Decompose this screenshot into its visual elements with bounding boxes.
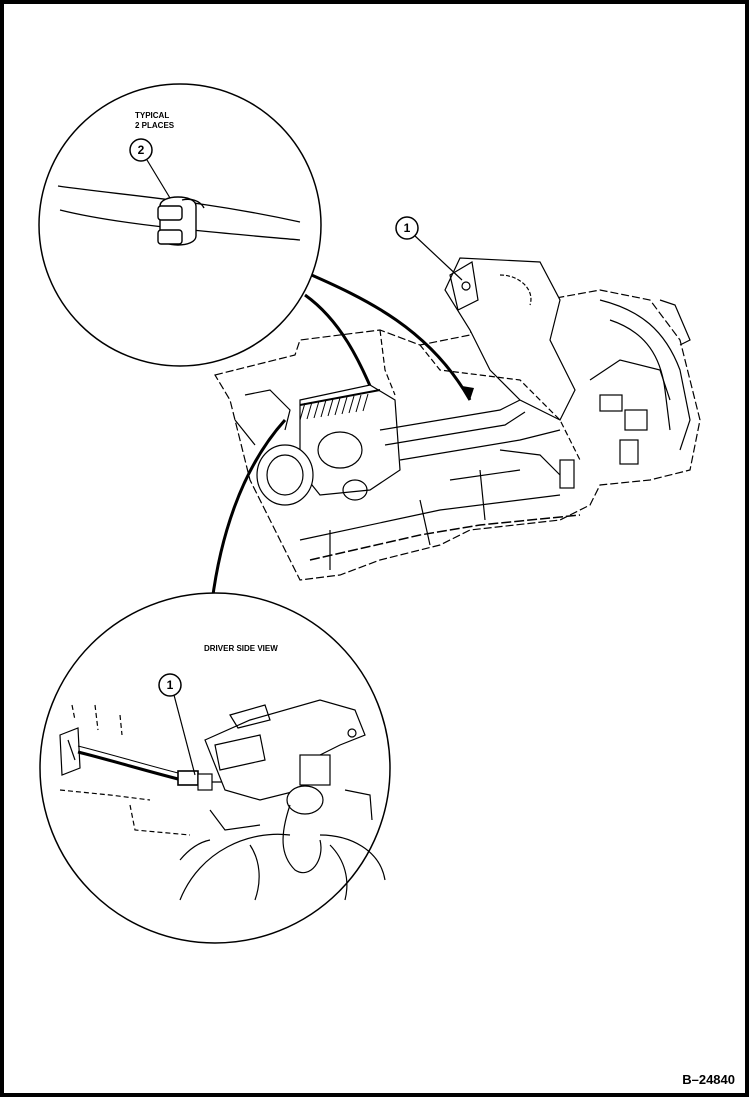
main-assembly-view bbox=[214, 257, 701, 581]
callout-1-bottom: 1 bbox=[158, 673, 196, 776]
callout-1-main: 1 bbox=[395, 216, 463, 281]
driver-side-view-title: DRIVER SIDE VIEW bbox=[204, 644, 278, 653]
callout-1-main-label: 1 bbox=[404, 221, 411, 235]
leader-arrowheads bbox=[462, 386, 474, 400]
callout-2-top: 2 bbox=[129, 138, 153, 162]
typical-note-line1: TYPICAL bbox=[135, 111, 169, 120]
typical-note-line2: 2 PLACES bbox=[135, 121, 175, 130]
hose-clamp bbox=[157, 196, 205, 246]
figure-id: B–24840 bbox=[682, 1072, 735, 1087]
top-detail-circle bbox=[38, 83, 322, 367]
callout-1-bottom-label: 1 bbox=[167, 678, 174, 692]
bottom-detail-circle bbox=[39, 592, 391, 944]
callout-2-label: 2 bbox=[138, 143, 145, 157]
